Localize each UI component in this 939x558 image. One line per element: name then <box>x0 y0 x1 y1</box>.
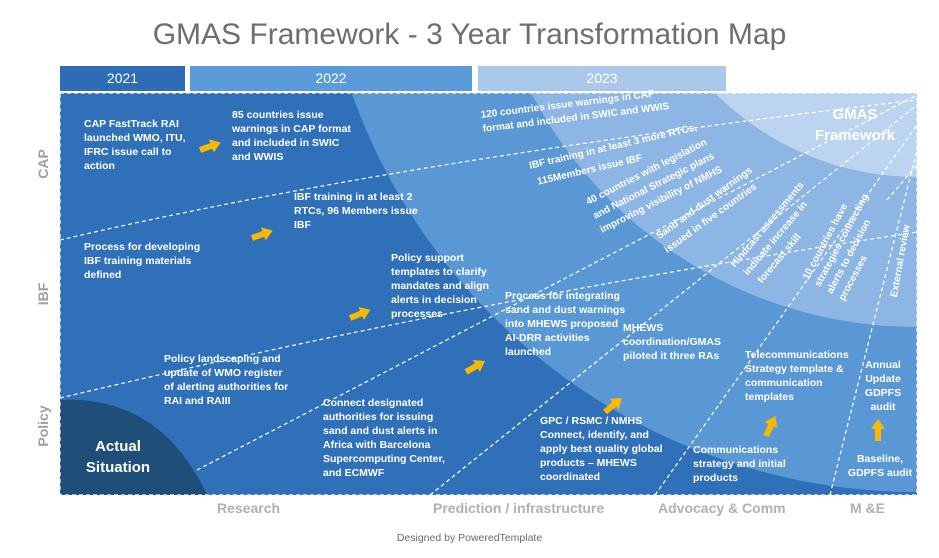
box-ibf-2021: Process for developing IBF training mate… <box>84 241 201 281</box>
progress-arrow-icon <box>603 397 622 415</box>
row-divider-1 <box>60 99 917 241</box>
column-label-prediction: Prediction / infrastructure <box>433 500 605 516</box>
progress-arrow-icon <box>250 227 273 241</box>
progress-arrow-icon <box>348 307 371 321</box>
box-cap-2022: 85 countries issue warnings in CAP forma… <box>232 109 351 163</box>
box-prediction-a: Process for integrating sand and dust wa… <box>505 290 626 358</box>
col-divider-4 <box>829 149 917 495</box>
box-prediction-b: GPC / RSMC / NMHS Connect, identify, and… <box>540 415 663 483</box>
col-divider-1 <box>196 94 917 471</box>
box-comm-strategy: Communications strategy and initial prod… <box>693 444 786 484</box>
box-cap-2021: CAP FastTrack RAI launched WMO, ITU, IFR… <box>84 118 186 172</box>
actual-situation-shape <box>60 399 207 495</box>
gmas-framework-label: GMAS Framework <box>814 106 896 144</box>
arrows-group <box>198 139 885 441</box>
row-label-cap: CAP <box>35 149 51 179</box>
box-ibf-2022: IBF training in at least 2 RTCs, 96 Memb… <box>294 191 418 231</box>
column-label-research: Research <box>217 500 281 516</box>
column-label-me: M &E <box>850 500 885 516</box>
progress-arrow-icon <box>871 419 885 441</box>
year-2023: 2023 <box>478 66 726 91</box>
column-label-advocacy: Advocacy & Comm <box>658 500 786 516</box>
row-label-policy: Policy <box>35 405 51 447</box>
col-divider-3 <box>654 124 917 495</box>
box-telecom: Telecommunications Strategy template & c… <box>745 349 849 403</box>
band-core <box>715 93 917 177</box>
col-divider-5 <box>886 164 917 201</box>
year-2021: 2021 <box>60 66 185 91</box>
box-annual: Annual Update GDPFS audit <box>864 359 902 413</box>
box-research: Connect designated authorities for issui… <box>323 397 445 479</box>
footer-credit: Designed by PoweredTemplate <box>396 532 543 544</box>
progress-arrow-icon <box>198 139 221 153</box>
actual-situation-label: Actual Situation <box>85 438 151 476</box>
box-policy-2021: Policy landscaping and update of WMO reg… <box>164 353 289 407</box>
box-policy-2022: Policy support templates to clarify mand… <box>391 252 490 320</box>
row-divider-2 <box>60 231 917 399</box>
progress-arrow-icon <box>464 359 486 375</box>
box-mhews: MHEWS coordination/GMAS piloted it three… <box>623 322 721 362</box>
row-label-ibf: IBF <box>35 282 51 306</box>
col-divider-2 <box>429 104 917 495</box>
progress-arrow-icon <box>763 416 778 438</box>
page-title: GMAS Framework - 3 Year Transformation M… <box>152 18 787 51</box>
year-2022: 2022 <box>190 66 472 91</box>
box-baseline: Baseline, GDPFS audit <box>847 453 913 479</box>
